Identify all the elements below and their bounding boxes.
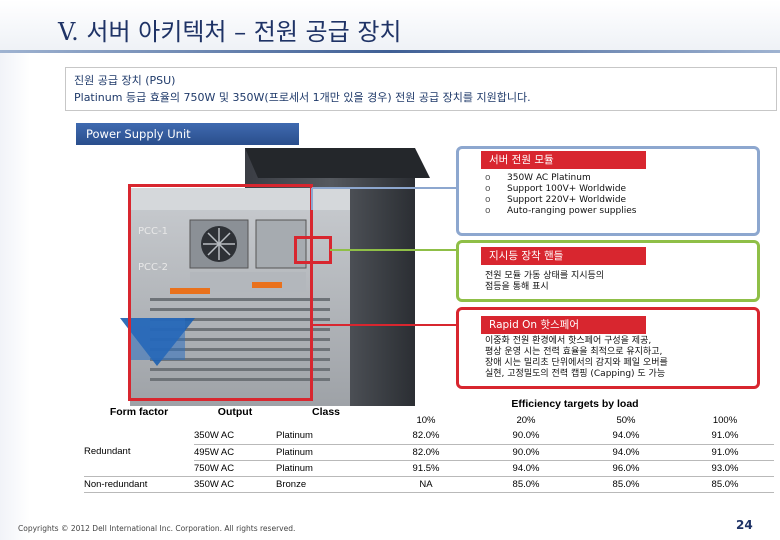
value-cell: 82.0% (376, 428, 476, 445)
value-cell: 82.0% (376, 444, 476, 461)
pcc1-label: PCC-1 (138, 226, 168, 237)
value-cell: 85.0% (576, 476, 676, 493)
header-class: Class (311, 406, 341, 418)
value-cell: 96.0% (576, 460, 676, 477)
header-efficiency: Efficiency targets by load (511, 398, 639, 410)
table-row: Redundant 350W AC Platinum 82.0% 90.0% 9… (84, 428, 774, 477)
value-cell: 91.0% (676, 428, 774, 445)
value-cell: 90.0% (476, 444, 576, 461)
summary-body: Platinum 등급 효율의 750W 및 350W(프로세서 1개만 있을 … (74, 91, 531, 104)
value-cell: 93.0% (676, 460, 774, 477)
load-header: 10% (416, 414, 436, 426)
value-cell: 85.0% (476, 476, 576, 493)
callout-indicator-handle-text: 전원 모듈 가동 상태를 지시등의 점등을 통해 표시 (485, 271, 605, 292)
callout-indicator-handle-label: 지시등 장착 핸들 (481, 247, 646, 265)
callout-power-module-label: 서버 전원 모듈 (481, 151, 646, 169)
value-cell: 85.0% (676, 476, 774, 493)
server-photo: PCC-1 PCC-2 (90, 148, 460, 406)
header-output: Output (217, 406, 253, 418)
form-factor-cell: Non-redundant (84, 476, 194, 493)
value-cell: 90.0% (476, 428, 576, 445)
class-cell: Bronze (276, 476, 376, 493)
value-cell: 94.0% (576, 428, 676, 445)
value-cell: 91.0% (676, 444, 774, 461)
page-number: 24 (736, 518, 753, 532)
value-cell: 94.0% (576, 444, 676, 461)
value-cell: 91.5% (376, 460, 476, 477)
header-form-factor: Form factor (109, 406, 169, 418)
class-cell: Platinum (276, 460, 376, 477)
value-cell: 94.0% (476, 460, 576, 477)
table-row: Non-redundant 350W AC Bronze NA 85.0% 85… (84, 476, 774, 493)
summary-box: 진원 공급 장치 (PSU) Platinum 등급 효율의 750W 및 35… (65, 67, 777, 111)
callout-connectors (311, 187, 458, 326)
output-cell: 495W AC (194, 444, 276, 461)
output-cell: 350W AC (194, 428, 276, 445)
callout-rapid-on: Rapid On 핫스페어 이중화 전원 환경에서 핫스페어 구성을 제공, 평… (456, 307, 760, 389)
title-rule (0, 50, 780, 53)
psu-tab: Power Supply Unit (76, 123, 299, 145)
form-factor-cell: Redundant (84, 428, 194, 477)
summary-heading: 진원 공급 장치 (PSU) (74, 74, 176, 87)
slide-title: V. 서버 아키텍처 – 전원 공급 장치 (58, 18, 402, 46)
table-row: 750W AC Platinum 91.5% 94.0% 96.0% 93.0% (84, 460, 774, 477)
table-row: 495W AC Platinum 82.0% 90.0% 94.0% 91.0% (84, 444, 774, 461)
callout-rapid-on-text: 이중화 전원 환경에서 핫스페어 구성을 제공, 평상 운영 시는 전력 효율을… (485, 336, 668, 379)
output-cell: 750W AC (194, 460, 276, 477)
class-cell: Platinum (276, 428, 376, 445)
copyright-footer: Copyrights © 2012 Dell International Inc… (18, 524, 296, 533)
load-header: 20% (516, 414, 536, 426)
psu-highlight-frame (128, 184, 313, 401)
load-header: 100% (712, 414, 738, 426)
callout-indicator-handle: 지시등 장착 핸들 전원 모듈 가동 상태를 지시등의 점등을 통해 표시 (456, 240, 760, 302)
output-cell: 350W AC (194, 476, 276, 493)
title-bar (0, 0, 780, 52)
class-cell: Platinum (276, 444, 376, 461)
load-header: 50% (616, 414, 636, 426)
efficiency-table: Form factor Output Class Efficiency targ… (84, 396, 774, 493)
left-edge-decoration (0, 52, 30, 540)
value-cell: NA (376, 476, 476, 493)
callout-rapid-on-label: Rapid On 핫스페어 (481, 316, 646, 334)
pcc2-label: PCC-2 (138, 262, 168, 273)
